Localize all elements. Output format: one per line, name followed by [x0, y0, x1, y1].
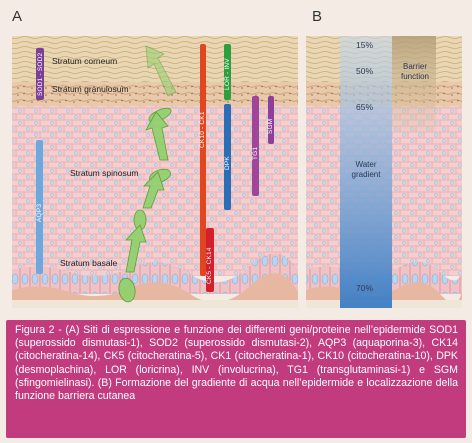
percent-70: 70% — [356, 283, 374, 293]
marker-label-tg1: TG1 — [252, 146, 259, 160]
marker-bar-lor — [224, 44, 231, 100]
marker-bar-dpk — [224, 104, 231, 210]
panel-b-skin — [306, 36, 462, 308]
label-stratum-spinosum: Stratum spinosum — [70, 168, 139, 178]
marker-label-sod: SOD1 - SOD2 — [37, 52, 44, 96]
percent-50: 50% — [356, 66, 374, 76]
panel-b-letter: B — [312, 8, 323, 25]
water-gradient-bar — [340, 36, 392, 308]
marker-bar-tg1 — [252, 96, 259, 196]
label-stratum-basale: Stratum basale — [60, 258, 118, 268]
cell-migration-arrows — [118, 45, 177, 303]
marker-bars — [36, 44, 274, 292]
marker-label-lor: LOR - INV — [224, 58, 231, 90]
marker-bar-ck10 — [200, 44, 206, 276]
marker-label-aqp3: AQP3 — [36, 203, 43, 222]
barrier-function-bar — [392, 36, 436, 132]
marker-label-ck10: CK10 - CK1 — [199, 111, 206, 148]
marker-bar-aqp3 — [36, 140, 43, 274]
figure-illustration: A B Stratum corneum Stratum granulosum S… — [12, 8, 462, 308]
marker-bar-sod — [36, 48, 44, 100]
epidermis-diagram — [12, 36, 462, 308]
marker-label-ck5: CK5 - CK14 — [206, 247, 213, 284]
marker-bar-ck5 — [206, 228, 214, 292]
percent-65: 65% — [356, 102, 374, 112]
marker-label-dpk: DPK — [224, 156, 231, 170]
panel-a-letter: A — [12, 8, 23, 25]
marker-label-sgm: SGM — [267, 118, 274, 134]
percent-15: 15% — [356, 40, 374, 50]
marker-bar-sgm — [268, 96, 274, 144]
water-gradient-label: Water gradient — [351, 160, 381, 179]
barrier-function-label: Barrier function — [400, 62, 430, 81]
figure-caption: Figura 2 - (A) Siti di espressione e fun… — [6, 320, 466, 438]
panel-a-skin — [12, 36, 298, 308]
label-stratum-granulosum: Stratum granulosum — [52, 84, 129, 94]
label-stratum-corneum: Stratum corneum — [52, 56, 118, 66]
